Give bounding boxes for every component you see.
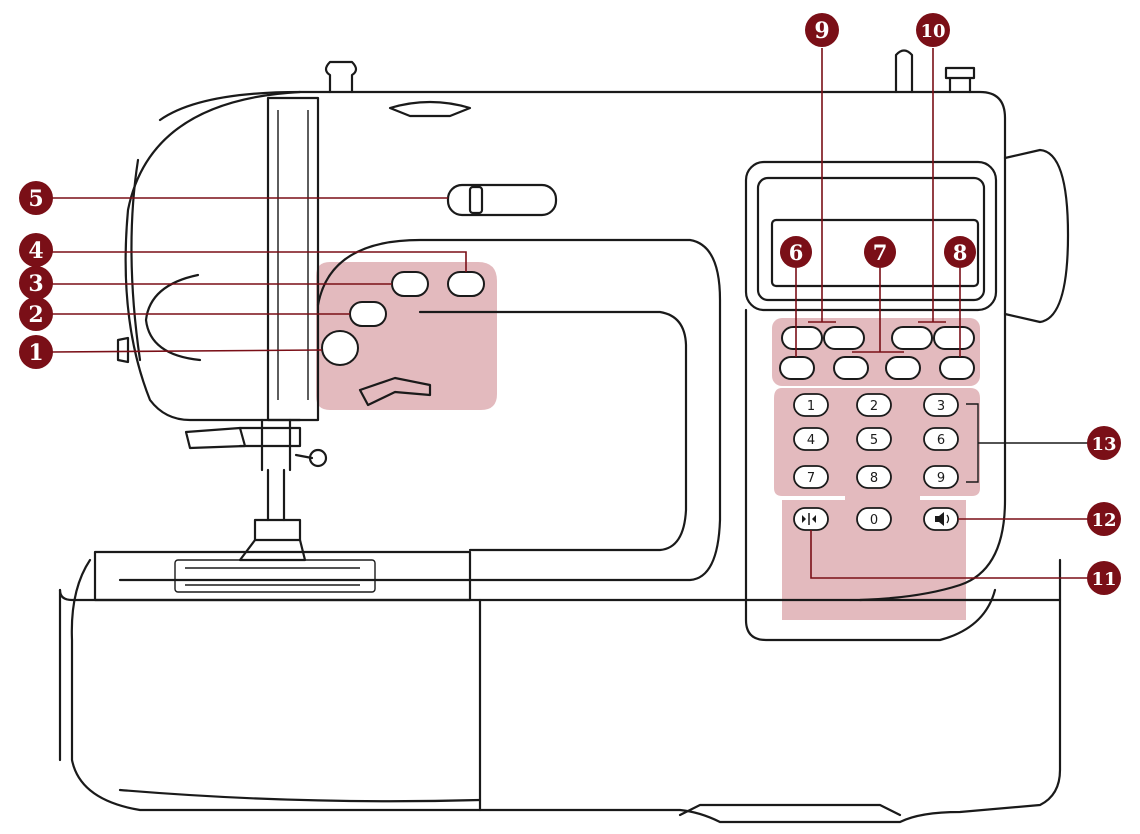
key-9[interactable]: [923, 465, 959, 489]
button-9-right[interactable]: [823, 326, 865, 350]
callout-1: 1: [19, 335, 53, 369]
key-8-label: 8: [870, 471, 878, 486]
callout-13: 13: [1087, 426, 1121, 460]
key-3[interactable]: [923, 393, 959, 417]
numeric-keypad: 1 2 3 4 5 6 7 8 9 0: [793, 393, 1088, 531]
key-3-label: 3: [937, 399, 945, 414]
callout-7: 7: [864, 236, 896, 268]
machine-outline: [58, 49, 1070, 824]
callout-10: 10: [916, 13, 950, 47]
button-2[interactable]: [349, 301, 387, 327]
key-2[interactable]: [856, 393, 892, 417]
button-7-left[interactable]: [833, 356, 869, 380]
key-5[interactable]: [856, 427, 892, 451]
mode-buttons: [779, 326, 975, 380]
button-4[interactable]: [447, 271, 485, 297]
callout-13-label: 13: [1091, 434, 1116, 455]
key-9-label: 9: [937, 471, 945, 486]
callout-5: 5: [19, 181, 53, 215]
key-6[interactable]: [923, 427, 959, 451]
callout-1-label: 1: [28, 340, 43, 366]
button-7-right[interactable]: [885, 356, 921, 380]
button-1[interactable]: [321, 330, 359, 366]
callout-4: 4: [19, 233, 53, 267]
callout-12-label: 12: [1091, 510, 1116, 531]
key-1[interactable]: [793, 393, 829, 417]
callout-11: 11: [1087, 561, 1121, 595]
callout-4-label: 4: [28, 238, 43, 264]
key-2-label: 2: [870, 399, 878, 414]
key-4[interactable]: [793, 427, 829, 451]
key-6-label: 6: [937, 433, 945, 448]
callout-2: 2: [19, 297, 53, 331]
key-4-label: 4: [807, 433, 815, 448]
callout-8: 8: [944, 236, 976, 268]
callout-11-label: 11: [1091, 569, 1116, 590]
button-9-left[interactable]: [781, 326, 823, 350]
speaker-icon: [935, 512, 950, 526]
key-0-label: 0: [870, 513, 878, 528]
button-6[interactable]: [779, 356, 815, 380]
callout-12: 12: [1087, 502, 1121, 536]
keypad-highlight: [774, 388, 980, 620]
button-10-left[interactable]: [891, 326, 933, 350]
callout-2-label: 2: [28, 302, 43, 328]
key-1-label: 1: [807, 399, 815, 414]
key-0[interactable]: [856, 507, 892, 531]
callout-3: 3: [19, 266, 53, 300]
callout-6: 6: [780, 236, 812, 268]
callout-7-label: 7: [873, 240, 888, 265]
callout-9: 9: [805, 13, 839, 47]
key-7-label: 7: [807, 471, 815, 486]
key-8[interactable]: [856, 465, 892, 489]
mirror-key[interactable]: [793, 507, 829, 531]
callout-6-label: 6: [789, 240, 804, 265]
key-5-label: 5: [870, 433, 878, 448]
callout-8-label: 8: [953, 240, 968, 265]
button-10-right[interactable]: [933, 326, 975, 350]
left-control-highlight: [316, 262, 497, 410]
button-8[interactable]: [939, 356, 975, 380]
key-7[interactable]: [793, 465, 829, 489]
mirror-icon: [802, 513, 816, 525]
callout-9-label: 9: [814, 18, 829, 44]
callout-10-label: 10: [920, 21, 945, 42]
button-3[interactable]: [391, 271, 429, 297]
leader-lines: [51, 48, 1088, 579]
callout-3-label: 3: [28, 271, 43, 297]
callout-5-label: 5: [28, 186, 43, 212]
